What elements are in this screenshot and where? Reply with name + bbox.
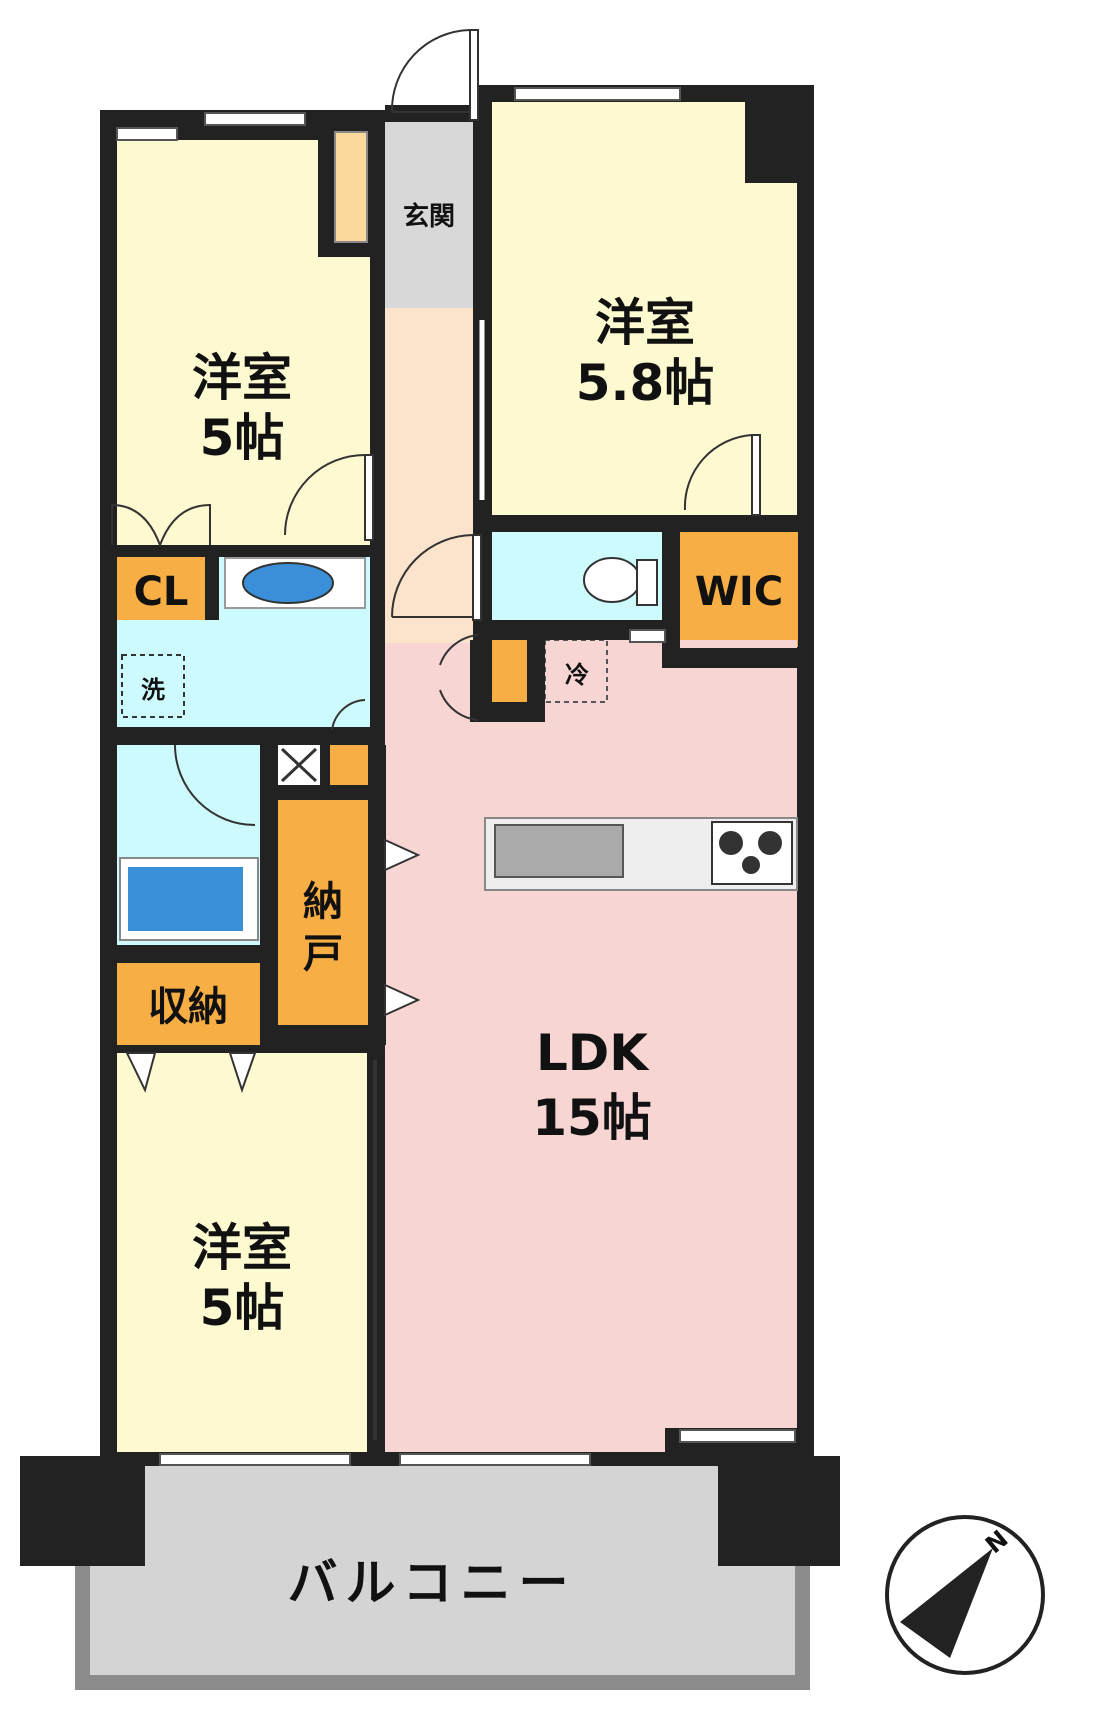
pantry-label-char: 戸 <box>303 931 343 977</box>
fridge-label: 冷 <box>565 661 589 689</box>
pillar <box>745 98 800 183</box>
ldk-size: 15帖 <box>532 1089 652 1147</box>
washer-label: 洗 <box>141 676 165 704</box>
bedroom-sw-size: 5帖 <box>200 1279 285 1337</box>
bedroom-ne-size: 5.8帖 <box>576 354 715 412</box>
bedroom-sw-name: 洋室 <box>192 1219 292 1277</box>
stove <box>711 821 793 885</box>
burner-1 <box>719 831 743 855</box>
wic-floor <box>680 532 798 647</box>
washer-space <box>121 654 185 718</box>
closet-floor <box>117 555 207 620</box>
shoe-box <box>334 131 368 243</box>
storage-floor <box>117 963 260 1048</box>
entrance-label: 玄関 <box>403 201 455 232</box>
pipe-space-x-icon <box>280 747 318 783</box>
kitchen-sink <box>494 824 624 878</box>
closet-label: CL <box>134 569 189 615</box>
burner-2 <box>758 831 782 855</box>
pipe-cabinet <box>330 745 368 785</box>
fixtures <box>119 131 798 941</box>
windows <box>116 87 796 1466</box>
burner-3 <box>742 856 760 874</box>
corridor-floor <box>385 308 473 643</box>
labels: 洋室 5帖 玄関 洋室 5.8帖 CL WIC 洗 冷 納戸 収納 LDK 15… <box>134 201 784 1612</box>
wic-label: WIC <box>695 569 783 615</box>
bedroom-nw-name: 洋室 <box>192 349 292 407</box>
compass-needle-icon <box>900 1548 993 1658</box>
compass: N <box>885 1515 1045 1675</box>
bedroom-nw-size: 5帖 <box>200 409 285 467</box>
pantry-label-char: 納 <box>303 879 343 925</box>
doors <box>111 29 761 1440</box>
bathtub-inner <box>128 867 243 931</box>
pantry-label: 納戸 <box>303 879 343 977</box>
niche <box>492 640 527 702</box>
toilet-bowl <box>583 557 641 603</box>
storage-label: 収納 <box>148 984 228 1030</box>
entrance-floor <box>385 122 473 310</box>
ldk-name: LDK <box>536 1024 650 1082</box>
toilet-tank <box>636 559 658 606</box>
balcony-label: バルコニー <box>288 1554 577 1612</box>
bedroom-ne-name: 洋室 <box>595 294 695 352</box>
sink-basin <box>242 562 334 604</box>
fridge-space <box>544 639 608 703</box>
bedroom-sw-floor <box>117 1050 367 1452</box>
pantry-floor <box>278 800 368 1025</box>
